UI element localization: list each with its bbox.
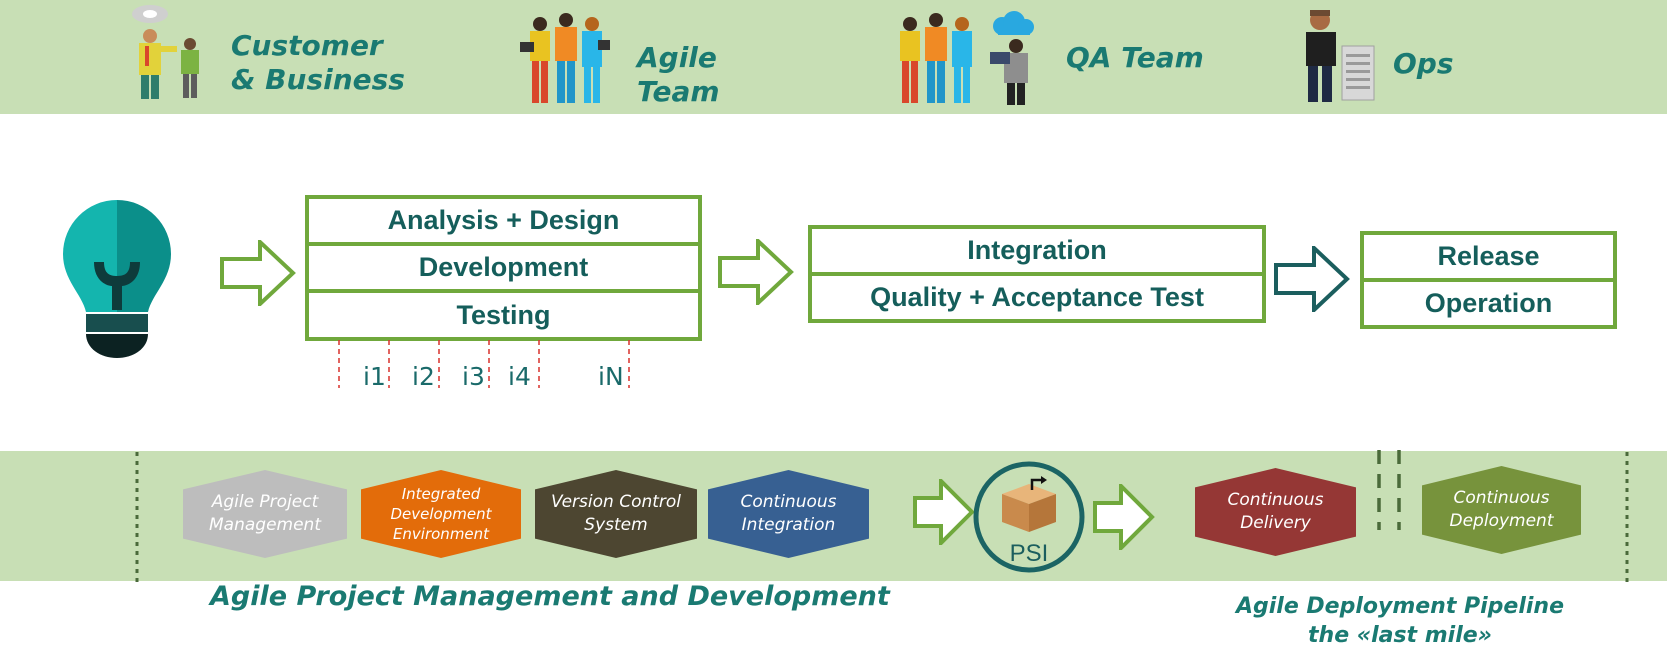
caption-agile-pm-development: Agile Project Management and Development (210, 581, 890, 612)
stage-analysis-design: Analysis + Design (309, 199, 698, 246)
role-qa-line1: QA Team (1066, 41, 1204, 74)
tool-ci-label: Continuous Integration (740, 492, 837, 535)
ops-person-icon (1306, 10, 1375, 102)
caption-pipeline-line2: the «last mile» (1308, 623, 1492, 648)
pipeline-separator (1377, 450, 1401, 530)
server-rack-icon (1341, 45, 1375, 101)
tool-apm-label: Agile Project Management (209, 492, 321, 535)
role-customer-line1: Customer (231, 29, 383, 62)
arrow-right-icon-5 (1093, 484, 1155, 550)
tool-cd-label: Continuous Delivery (1227, 490, 1324, 533)
tool-integrated-development-environment: Integrated Development Environment (361, 470, 521, 558)
top-roles-band (0, 0, 1667, 114)
role-label-agile: Agile Team (637, 41, 720, 109)
stage-operation: Operation (1424, 288, 1553, 318)
caption-pipeline-line1: Agile Deployment Pipeline (1235, 594, 1565, 619)
release-stage-group: Release Operation (1360, 231, 1617, 329)
tool-continuous-integration: Continuous Integration (708, 470, 869, 558)
arrow-right-icon-3 (1274, 246, 1350, 312)
qa-team-people-icon (900, 11, 1034, 105)
role-label-qa: QA Team (1066, 41, 1204, 75)
role-label-ops: Ops (1393, 47, 1454, 81)
arrow-right-icon-1 (220, 240, 296, 306)
iteration-label-4: i4 (508, 362, 531, 391)
tool-version-control-system: Version Control System (535, 470, 697, 558)
stage-testing: Testing (456, 299, 551, 330)
tool-ide-label: Integrated Development Environment (390, 485, 492, 543)
tool-cdep-label: Continuous Deployment (1449, 488, 1554, 531)
left-boundary-dotted-line (135, 452, 139, 586)
agile-team-people-icon (520, 13, 610, 103)
arrow-right-icon-4 (913, 479, 975, 545)
iteration-label-3: i3 (462, 362, 485, 391)
iteration-label-2: i2 (412, 362, 435, 391)
psi-package-icon (973, 461, 1085, 573)
iteration-dividers (338, 340, 630, 388)
role-label-customer: Customer & Business (231, 29, 405, 97)
stage-integration: Integration (812, 229, 1262, 276)
right-boundary-dotted-line (1625, 452, 1629, 586)
tool-continuous-delivery: Continuous Delivery (1195, 468, 1356, 556)
psi-label: PSI (1009, 540, 1049, 567)
iteration-label-1: i1 (363, 362, 386, 391)
role-ops-line1: Ops (1393, 47, 1454, 80)
stage-quality-acceptance: Quality + Acceptance Test (870, 282, 1204, 312)
integration-stage-group: Integration Quality + Acceptance Test (808, 225, 1266, 323)
dev-stage-group: Analysis + Design Development Testing (305, 195, 702, 341)
tool-continuous-deployment: Continuous Deployment (1422, 466, 1581, 554)
lightbulb-icon (63, 200, 171, 358)
tool-agile-project-management: Agile Project Management (183, 470, 347, 558)
iteration-label-n: iN (598, 362, 624, 391)
tool-vcs-label: Version Control System (550, 492, 682, 535)
stage-release: Release (1364, 235, 1613, 282)
role-agile-line1: Agile (637, 41, 717, 74)
cloud-icon (993, 11, 1034, 35)
role-customer-line2: & Business (231, 63, 405, 96)
stage-development: Development (309, 246, 698, 293)
arrow-right-icon-2 (718, 239, 794, 305)
caption-deployment-pipeline: Agile Deployment Pipeline the «last mile… (1220, 592, 1580, 650)
role-agile-line2: Team (637, 75, 720, 108)
customer-business-people-icon (132, 5, 199, 99)
